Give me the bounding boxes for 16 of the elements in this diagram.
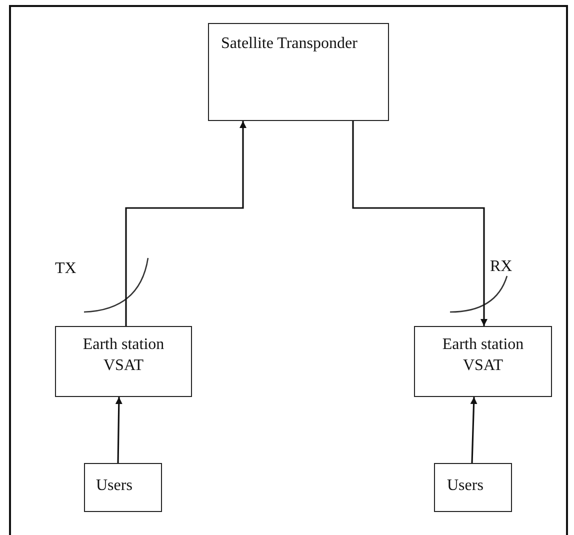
link-label: RX <box>490 258 512 276</box>
process-box <box>434 463 512 512</box>
process-box <box>414 326 552 397</box>
process-box <box>84 463 162 512</box>
arrow <box>470 396 478 464</box>
box-label: Earth station VSAT <box>82 335 166 376</box>
arrow <box>125 121 246 326</box>
arrow <box>115 396 122 464</box>
process-box <box>208 23 389 121</box>
link-label: TX <box>55 260 76 278</box>
box-label: Satellite Transponder <box>221 34 358 54</box>
arrow <box>352 121 488 326</box>
box-label: Users <box>447 476 484 496</box>
box-label: Users <box>96 476 132 496</box>
box-label: Earth station VSAT <box>441 335 525 376</box>
process-box <box>55 326 192 397</box>
